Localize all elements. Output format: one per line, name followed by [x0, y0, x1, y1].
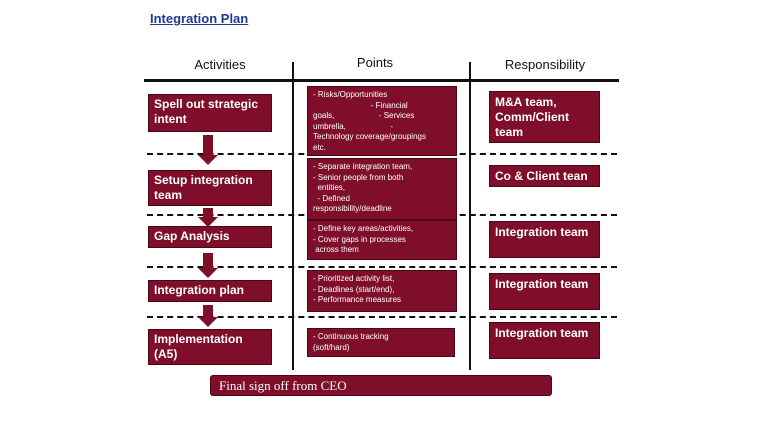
points-box-strategic-intent: - Risks/Opportunities - Financial goals,…	[307, 86, 457, 156]
activity-box-gap-analysis: Gap Analysis	[148, 226, 272, 248]
activity-box-integration-plan: Integration plan	[148, 280, 272, 302]
down-arrow-icon	[198, 135, 218, 165]
points-box-gap-analysis: - Define key areas/activities, - Cover g…	[307, 220, 457, 260]
responsibility-box-setup-team: Co & Client tean	[489, 165, 600, 187]
responsibility-box-gap-analysis: Integration team	[489, 221, 600, 258]
activity-box-setup-team: Setup integration team	[148, 170, 272, 206]
down-arrow-icon	[198, 208, 218, 227]
column-divider-left	[292, 62, 294, 370]
points-box-implementation: - Continuous tracking (soft/hard)	[307, 328, 455, 357]
responsibility-box-strategic-intent: M&A team, Comm/Client team	[489, 91, 600, 143]
column-divider-right	[469, 62, 471, 370]
row-divider	[147, 316, 617, 318]
points-box-integration-plan: - Prioritized activity list, - Deadlines…	[307, 270, 457, 312]
responsibility-box-integration-plan: Integration team	[489, 273, 600, 310]
header-rule	[144, 79, 619, 82]
row-divider	[147, 266, 617, 268]
down-arrow-icon	[198, 253, 218, 278]
activity-box-implementation: Implementation (A5)	[148, 329, 272, 365]
activities-header: Activities	[194, 57, 246, 72]
responsibility-header: Responsibility	[504, 57, 586, 72]
down-arrow-icon	[198, 305, 218, 327]
points-box-setup-team: - Separate integration team, - Senior pe…	[307, 158, 457, 220]
points-header: Points	[356, 55, 394, 70]
activity-box-strategic-intent: Spell out strategic intent	[148, 94, 272, 132]
responsibility-box-implementation: Integration team	[489, 322, 600, 359]
page-title: Integration Plan	[150, 11, 249, 26]
final-signoff-banner: Final sign off from CEO	[210, 375, 552, 396]
